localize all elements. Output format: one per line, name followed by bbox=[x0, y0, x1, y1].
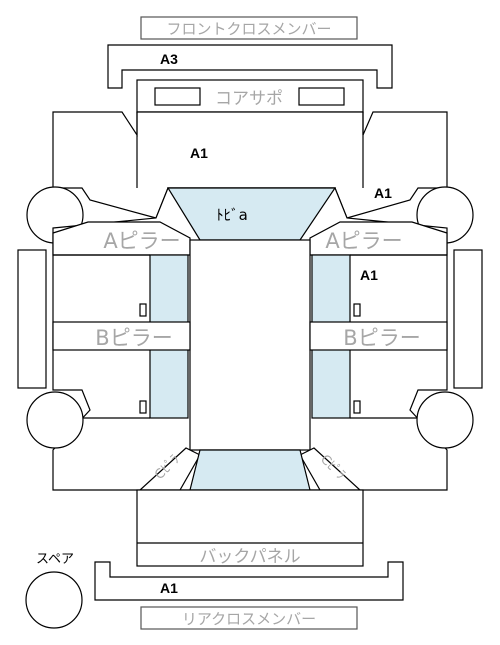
rear-left-wheel bbox=[26, 391, 84, 449]
b-pillar-left-label: Bピラー bbox=[95, 326, 172, 350]
core-support-right-slot bbox=[298, 87, 345, 106]
rear-right-wheel bbox=[416, 391, 474, 449]
rear-right-door-handle bbox=[353, 400, 361, 414]
core-support-left-slot bbox=[154, 87, 201, 106]
front-cross-member-label: フロントクロスメンバー bbox=[166, 20, 331, 38]
core-support-label: コアサポ bbox=[215, 89, 283, 109]
roof-label: ﾄﾋﾞa bbox=[216, 206, 248, 224]
a1-core-label: A1 bbox=[190, 145, 208, 161]
front-left-door-handle bbox=[139, 303, 147, 317]
rear-cross-member-box bbox=[140, 606, 358, 630]
front-bumper-bracket bbox=[107, 44, 393, 89]
right-side-sill bbox=[453, 249, 483, 389]
a1-right-mid-label: A1 bbox=[360, 267, 378, 283]
a1-rear-label: A1 bbox=[160, 580, 178, 596]
left-side-sill bbox=[17, 249, 47, 389]
rear-left-door-handle bbox=[139, 400, 147, 414]
b-pillar-right-band bbox=[309, 321, 448, 351]
roof-panel bbox=[189, 239, 311, 451]
a3-label: A3 bbox=[160, 51, 178, 67]
a-pillar-left-label: Aピラー bbox=[103, 229, 180, 253]
front-right-door-handle bbox=[353, 303, 361, 317]
trunk bbox=[136, 489, 364, 567]
rear-bumper-bracket bbox=[94, 561, 404, 601]
rear-cross-member-label: リアクロスメンバー bbox=[182, 610, 316, 628]
a1-right-front-label: A1 bbox=[374, 185, 392, 201]
b-pillar-left-band bbox=[52, 321, 191, 351]
front-cross-member-box bbox=[140, 16, 358, 40]
spare-label: スペア bbox=[36, 552, 74, 567]
b-pillar-right-label: Bピラー bbox=[343, 326, 420, 350]
rear-window bbox=[189, 449, 311, 491]
back-panel-label: バックパネル bbox=[199, 547, 300, 567]
a-pillar-right-label: Aピラー bbox=[325, 229, 402, 253]
spare-tire bbox=[25, 571, 83, 629]
